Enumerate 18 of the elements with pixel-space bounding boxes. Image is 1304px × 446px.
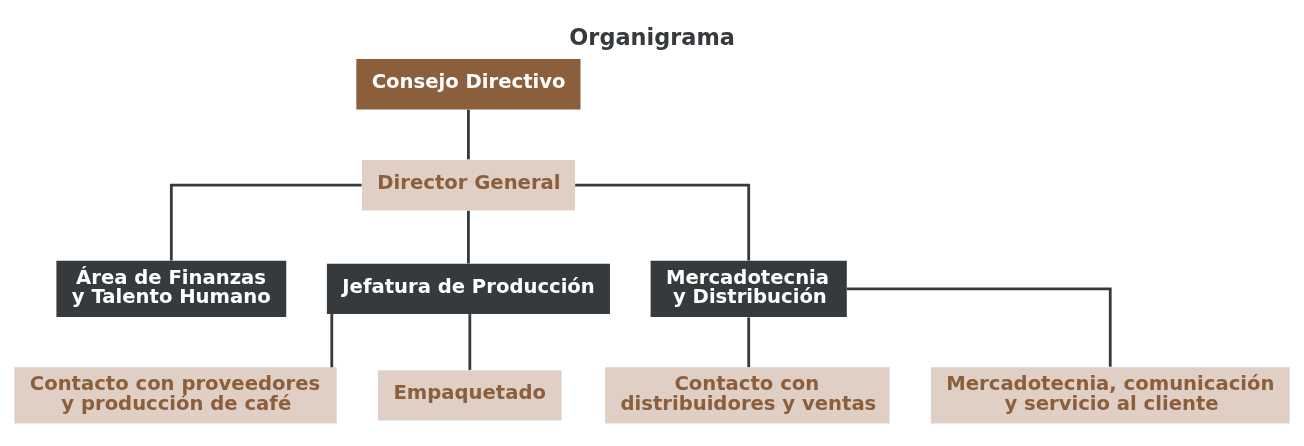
connector [467, 109, 470, 160]
connector [747, 317, 751, 368]
node-box: Jefatura de Producción [326, 263, 610, 315]
connector [330, 314, 334, 368]
connector [467, 210, 470, 264]
node-box: Área de Finanzas y Talento Humano [56, 260, 287, 317]
node-box: Consejo Directivo [356, 59, 581, 110]
connector [169, 183, 362, 261]
node-box: Contacto con proveedores y producción de café [14, 367, 337, 424]
connector [575, 183, 751, 261]
node-box: Empaquetado [378, 370, 562, 421]
connector [468, 314, 472, 370]
diagram-title: Organigrama [569, 23, 735, 50]
node-box: Mercadotecnia y Distribución [650, 260, 847, 317]
node-box: Mercadotecnia, comunicación y servicio al cliente [930, 367, 1290, 424]
node-box: Director General [361, 159, 575, 211]
connector [847, 287, 1112, 367]
node-box: Contacto con distribuidores y ventas [605, 367, 890, 424]
